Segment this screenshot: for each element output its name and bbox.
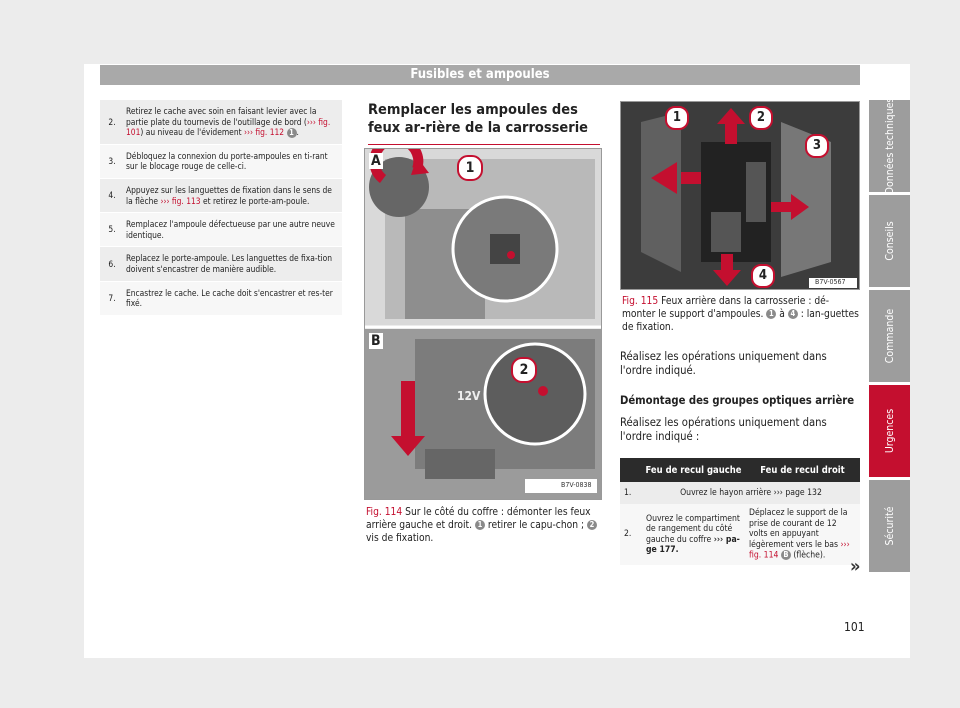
row-number: 2. xyxy=(620,504,642,565)
figure-115: 1 2 3 4 B7V-0567 xyxy=(620,101,860,290)
label-12v: 12V xyxy=(457,389,481,403)
tab-conseils[interactable]: Conseils xyxy=(869,195,910,287)
row-number: 1. xyxy=(620,482,642,504)
step-text: Replacez le porte-ampoule. Les languette… xyxy=(126,253,333,274)
callout-circle: 4 xyxy=(787,309,798,319)
step-row: 6. Replacez le porte-ampoule. Les langue… xyxy=(100,247,342,282)
figure-115-caption: Fig. 115 Feux arrière dans la carrosseri… xyxy=(622,296,859,333)
callout-circle: 1 xyxy=(766,309,777,319)
continued-symbol: » xyxy=(850,556,861,577)
subheading: Démontage des groupes optiques arrière xyxy=(620,394,855,407)
column-header-right: Feu de recul droit xyxy=(744,458,860,482)
callout-3: 3 xyxy=(805,134,829,158)
figure-link[interactable]: ››› fig. 112 xyxy=(243,127,285,138)
step-row: 2. Retirez le cache avec soin en faisant… xyxy=(100,100,342,145)
column-header-left: Feu de recul gauche xyxy=(642,458,745,482)
row-text: Ouvrez le hayon arrière ››› page 132 xyxy=(642,482,860,504)
tab-commande[interactable]: Commande xyxy=(869,290,910,382)
callout-circle: 2 xyxy=(586,520,597,530)
figure-114-caption: Fig. 114 Sur le côté du coffre : démonte… xyxy=(366,506,602,545)
callout-1: 1 xyxy=(665,106,689,130)
step-text: Encastrez le cache. Le cache doit s'enca… xyxy=(126,287,333,309)
step-row: 4. Appuyez sur les languettes de fixatio… xyxy=(100,178,342,214)
figure-114: A B 1 2 12V B7V-0838 xyxy=(364,148,602,500)
table-row: 1. Ouvrez le hayon arrière ››› page 132 xyxy=(620,482,860,504)
step-number: 7. xyxy=(108,292,116,303)
callout-4: 4 xyxy=(751,264,775,288)
step-number: 5. xyxy=(108,224,116,235)
page-link[interactable]: ››› pa-ge 177. xyxy=(646,534,740,556)
figure-code: B7V-0567 xyxy=(815,278,846,286)
callout-circle: 1 xyxy=(474,520,485,530)
callout-circle: B xyxy=(780,550,791,560)
figure-label-b: B xyxy=(369,333,383,349)
figure-label-a: A xyxy=(369,153,383,169)
callout-2: 2 xyxy=(511,357,537,383)
callout-circle: 1 xyxy=(286,127,297,138)
step-text: Débloquez la connexion du porte-ampoules… xyxy=(126,150,328,172)
step-text: Remplacez l'ampoule défectueuse par une … xyxy=(126,219,335,240)
step-number: 4. xyxy=(108,190,116,201)
callout-1: 1 xyxy=(457,155,483,181)
figure-link[interactable]: ››› fig. 114 xyxy=(748,539,850,561)
figure-ref: Fig. 115 xyxy=(622,296,659,307)
figure-115-illustration xyxy=(621,102,859,289)
callout-2: 2 xyxy=(749,106,773,130)
page-number: 101 xyxy=(844,620,865,634)
step-text: Appuyez sur les languettes de fixation d… xyxy=(126,184,332,206)
table-row: 2. Ouvrez le compartiment de rangement d… xyxy=(620,504,860,565)
figure-code: B7V-0838 xyxy=(561,481,592,489)
step-number: 2. xyxy=(108,116,116,127)
page-header: Fusibles et ampoules xyxy=(100,65,860,85)
step-number: 3. xyxy=(108,156,116,167)
figure-114-illustration xyxy=(365,149,601,499)
paragraph-order-2: Réalisez les opérations uniquement dans … xyxy=(620,416,827,443)
figure-ref: Fig. 114 xyxy=(366,507,403,518)
step-row: 3. Débloquez la connexion du porte-ampou… xyxy=(100,144,342,179)
page-link[interactable]: ››› page 132 xyxy=(773,487,822,498)
step-row: 7. Encastrez le cache. Le cache doit s'e… xyxy=(100,281,342,316)
tab-securite[interactable]: Sécurité xyxy=(869,480,910,572)
figure-link[interactable]: ››› fig. 101 xyxy=(126,116,331,138)
step-number: 6. xyxy=(108,258,116,269)
row-text-left: Ouvrez le compartiment de rangement du c… xyxy=(642,504,745,565)
paragraph-order: Réalisez les opérations uniquement dans … xyxy=(620,350,827,377)
step-row: 5. Remplacez l'ampoule défectueuse par u… xyxy=(100,213,342,248)
chapter-tabs: Données techniques Conseils Commande Urg… xyxy=(869,98,910,575)
row-text-right: Déplacez le support de la prise de coura… xyxy=(744,504,860,565)
tab-donnees-techniques[interactable]: Données techniques xyxy=(869,98,910,194)
section-title: Remplacer les ampoules des feux ar-rière… xyxy=(368,101,600,145)
tab-urgences[interactable]: Urgences xyxy=(869,385,910,477)
steps-table: 2. Retirez le cache avec soin en faisant… xyxy=(100,100,342,316)
step-text: Retirez le cache avec soin en faisant le… xyxy=(126,106,331,138)
tail-light-table: Feu de recul gauche Feu de recul droit 1… xyxy=(620,458,860,565)
figure-link[interactable]: ››› fig. 113 xyxy=(160,195,201,206)
